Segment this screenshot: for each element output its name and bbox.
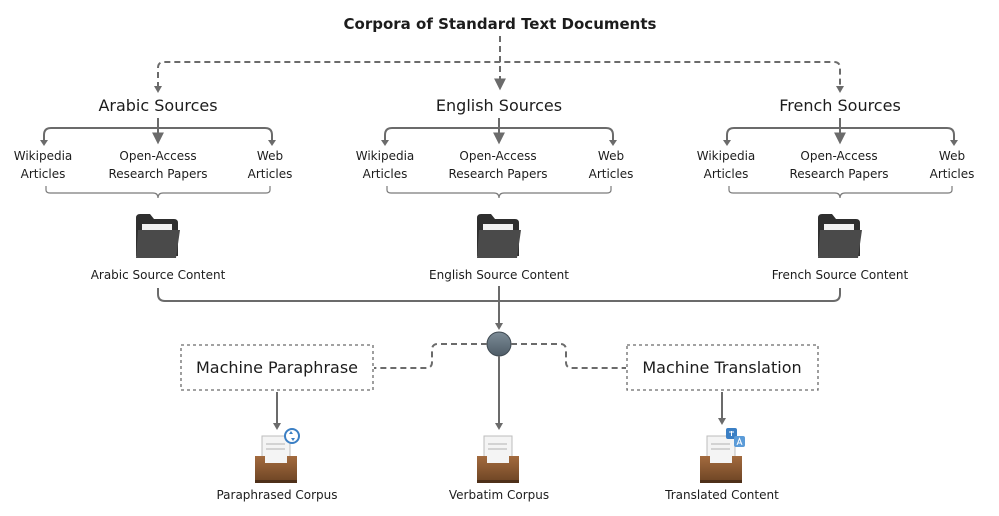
diagram-title: Corpora of Standard Text Documents bbox=[344, 15, 657, 33]
machine-translation-box: Machine Translation bbox=[626, 344, 819, 391]
french-web-label-1: Web bbox=[939, 149, 965, 163]
french-source-fan bbox=[723, 118, 958, 146]
french-content-label: French Source Content bbox=[772, 268, 909, 282]
english-content-label: English Source Content bbox=[429, 268, 569, 282]
refresh-badge-icon bbox=[284, 428, 300, 444]
arabic-wikipedia-label-1: Wikipedia bbox=[14, 149, 73, 163]
hub-node bbox=[486, 331, 512, 357]
french-research-label-2: Research Papers bbox=[789, 167, 888, 181]
verbatim-corpus-label: Verbatim Corpus bbox=[449, 488, 549, 502]
hub-to-paraphrase-link bbox=[374, 343, 487, 369]
translate-badge-icon bbox=[726, 428, 745, 447]
arabic-web-label-2: Articles bbox=[248, 167, 293, 181]
translated-tray-icon bbox=[700, 435, 742, 483]
arabic-content-label: Arabic Source Content bbox=[91, 268, 226, 282]
english-wikipedia-label-1: Wikipedia bbox=[356, 149, 415, 163]
french-web-label-2: Articles bbox=[930, 167, 975, 181]
french-column: French Sources Wikipedia Articles Open-A… bbox=[697, 96, 975, 282]
arabic-source-fan bbox=[40, 118, 276, 146]
arabic-sources-heading: Arabic Sources bbox=[98, 96, 217, 115]
machine-translation-label: Machine Translation bbox=[642, 358, 801, 377]
french-sources-heading: French Sources bbox=[779, 96, 901, 115]
french-wikipedia-label-1: Wikipedia bbox=[697, 149, 756, 163]
english-sources-heading: English Sources bbox=[436, 96, 562, 115]
top-distribution-connector bbox=[154, 36, 844, 93]
output-arrows bbox=[273, 356, 726, 430]
arabic-web-label-1: Web bbox=[257, 149, 283, 163]
french-wikipedia-label-2: Articles bbox=[704, 167, 749, 181]
french-brace bbox=[728, 186, 953, 199]
english-research-label-1: Open-Access bbox=[459, 149, 536, 163]
paraphrased-corpus-label: Paraphrased Corpus bbox=[216, 488, 337, 502]
translated-content-label: Translated Content bbox=[664, 488, 779, 502]
english-web-label-1: Web bbox=[598, 149, 624, 163]
verbatim-tray-icon bbox=[477, 435, 519, 483]
arabic-research-label-2: Research Papers bbox=[108, 167, 207, 181]
arabic-research-label-1: Open-Access bbox=[119, 149, 196, 163]
machine-paraphrase-box: Machine Paraphrase bbox=[180, 344, 374, 391]
arabic-wikipedia-label-2: Articles bbox=[21, 167, 66, 181]
english-folder-icon bbox=[477, 214, 521, 258]
merge-connector bbox=[157, 286, 841, 330]
english-research-label-2: Research Papers bbox=[448, 167, 547, 181]
arabic-column: Arabic Sources Wikipedia Articles Open-A… bbox=[14, 96, 293, 282]
english-brace bbox=[386, 186, 612, 199]
arabic-brace bbox=[45, 186, 271, 199]
arabic-folder-icon bbox=[136, 214, 180, 258]
english-web-label-2: Articles bbox=[589, 167, 634, 181]
paraphrased-tray-icon bbox=[255, 435, 297, 483]
english-column: English Sources Wikipedia Articles Open-… bbox=[356, 96, 634, 282]
hub-to-translation-link bbox=[511, 343, 626, 369]
english-source-fan bbox=[381, 118, 617, 146]
machine-paraphrase-label: Machine Paraphrase bbox=[196, 358, 358, 377]
french-folder-icon bbox=[818, 214, 862, 258]
french-research-label-1: Open-Access bbox=[800, 149, 877, 163]
english-wikipedia-label-2: Articles bbox=[363, 167, 408, 181]
